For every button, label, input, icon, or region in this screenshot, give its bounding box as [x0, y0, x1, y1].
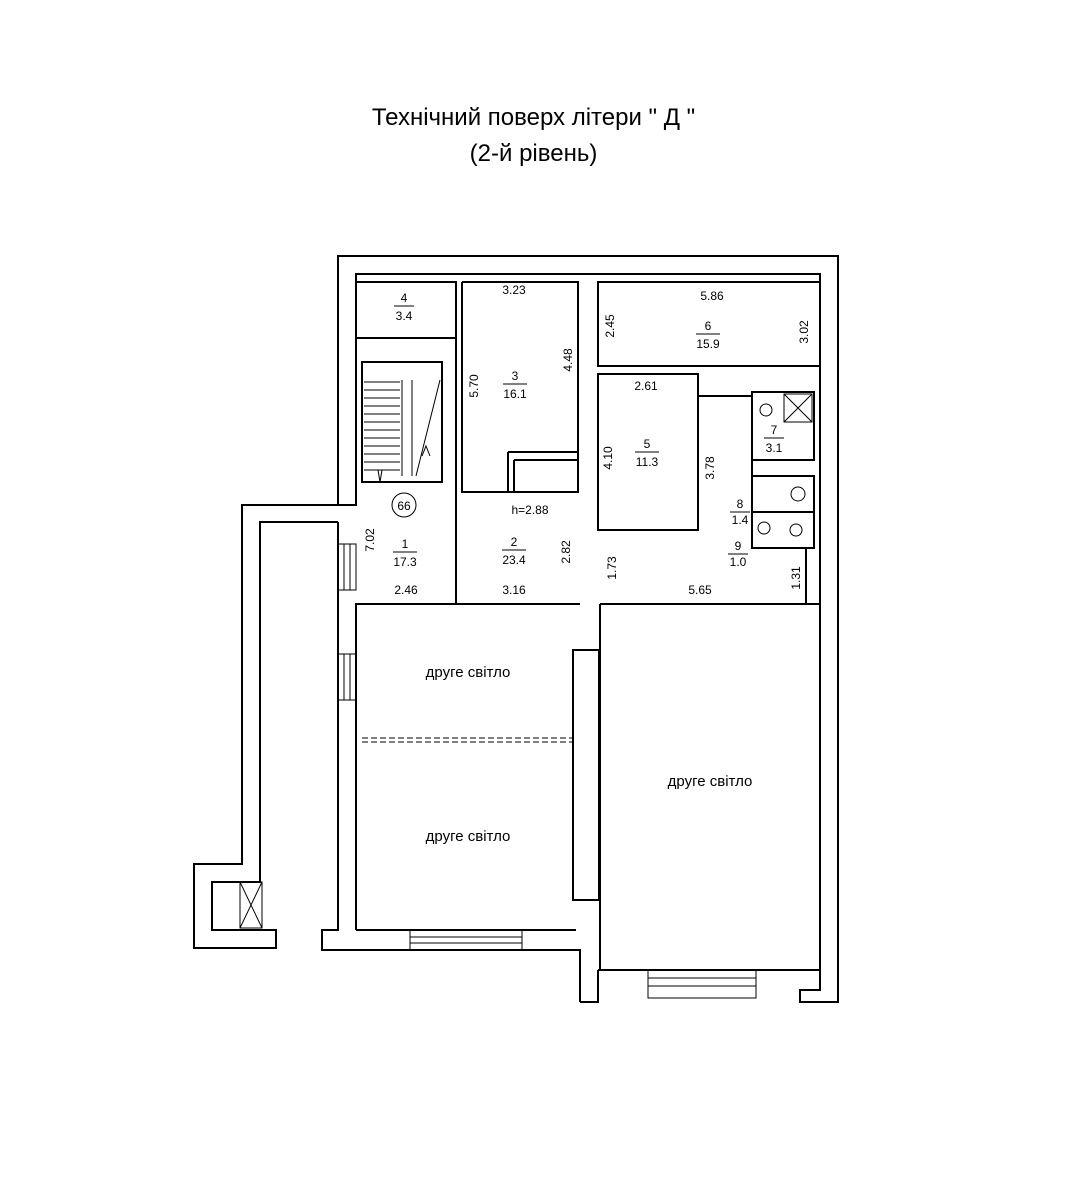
dim-2-45: 2.45 [603, 314, 617, 338]
svg-text:1: 1 [402, 537, 409, 551]
dim-1-73: 1.73 [605, 556, 619, 580]
svg-text:1.4: 1.4 [732, 513, 749, 527]
dim-7-02: 7.02 [363, 528, 377, 552]
room-2-label: 2 23.4 [502, 535, 526, 567]
stair-arrow-up [421, 444, 431, 457]
dim-3-16: 3.16 [502, 583, 526, 597]
svg-text:16.1: 16.1 [503, 387, 527, 401]
partition-column [572, 649, 600, 901]
stair-arrow-down [377, 469, 383, 483]
shaft-cross [239, 881, 263, 929]
ceiling-height: h=2.88 [511, 503, 548, 517]
svg-text:3: 3 [512, 369, 519, 383]
stair-marker-label: 66 [397, 499, 411, 513]
dim-4-48: 4.48 [561, 348, 575, 372]
room-3-label: 3 16.1 [503, 369, 527, 401]
svg-text:9: 9 [735, 539, 742, 553]
svg-text:3.4: 3.4 [396, 309, 413, 323]
dim-2-61: 2.61 [634, 379, 658, 393]
dim-3-02: 3.02 [797, 320, 811, 344]
second-light-lower-left: друге світло [426, 828, 511, 845]
dim-1-31: 1.31 [789, 566, 803, 590]
dim-5-86: 5.86 [700, 289, 724, 303]
svg-text:3.1: 3.1 [766, 441, 783, 455]
svg-text:23.4: 23.4 [502, 553, 526, 567]
second-light-labels: друге світло друге світло друге світло [426, 664, 753, 845]
room-labels: 1 17.3 2 23.4 3 16.1 4 3.4 5 11.3 6 15.9 [393, 291, 784, 569]
svg-text:7: 7 [771, 423, 778, 437]
dimension-labels: 3.23 4.48 5.70 5.86 2.45 3.02 2.61 4.10 … [363, 283, 811, 597]
interior-walls [356, 281, 821, 743]
shaft-box [239, 881, 263, 929]
room-7-label: 7 3.1 [764, 423, 784, 455]
dim-5-65: 5.65 [688, 583, 712, 597]
staircase [361, 361, 443, 518]
svg-text:17.3: 17.3 [393, 555, 417, 569]
room-5-label: 5 11.3 [635, 437, 659, 469]
room-4-label: 4 3.4 [394, 291, 414, 323]
dim-4-10: 4.10 [601, 446, 615, 470]
windows [337, 543, 757, 999]
dim-2-82: 2.82 [559, 540, 573, 564]
plan-title: Технічний поверх літери " Д " [371, 104, 696, 131]
svg-text:6: 6 [705, 319, 712, 333]
stair-marker-circle [391, 492, 417, 518]
outer-walls [193, 255, 839, 1003]
svg-text:2: 2 [511, 535, 518, 549]
dim-2-46: 2.46 [394, 583, 418, 597]
second-light-right: друге світло [668, 773, 753, 790]
dim-3-23: 3.23 [502, 283, 526, 297]
svg-text:5: 5 [644, 437, 651, 451]
plan-subtitle: (2-й рівень) [469, 140, 598, 167]
room-1-label: 1 17.3 [393, 537, 417, 569]
fixtures [757, 393, 813, 537]
room-6-label: 6 15.9 [696, 319, 720, 351]
svg-text:8: 8 [737, 497, 744, 511]
dim-3-78: 3.78 [703, 456, 717, 480]
second-light-upper-left: друге світло [426, 664, 511, 681]
dim-5-70: 5.70 [467, 374, 481, 398]
svg-text:15.9: 15.9 [696, 337, 720, 351]
svg-text:11.3: 11.3 [636, 455, 659, 469]
room-9-label: 9 1.0 [728, 539, 748, 569]
svg-text:4: 4 [401, 291, 408, 305]
room-8-label: 8 1.4 [730, 497, 750, 527]
svg-text:1.0: 1.0 [730, 555, 747, 569]
